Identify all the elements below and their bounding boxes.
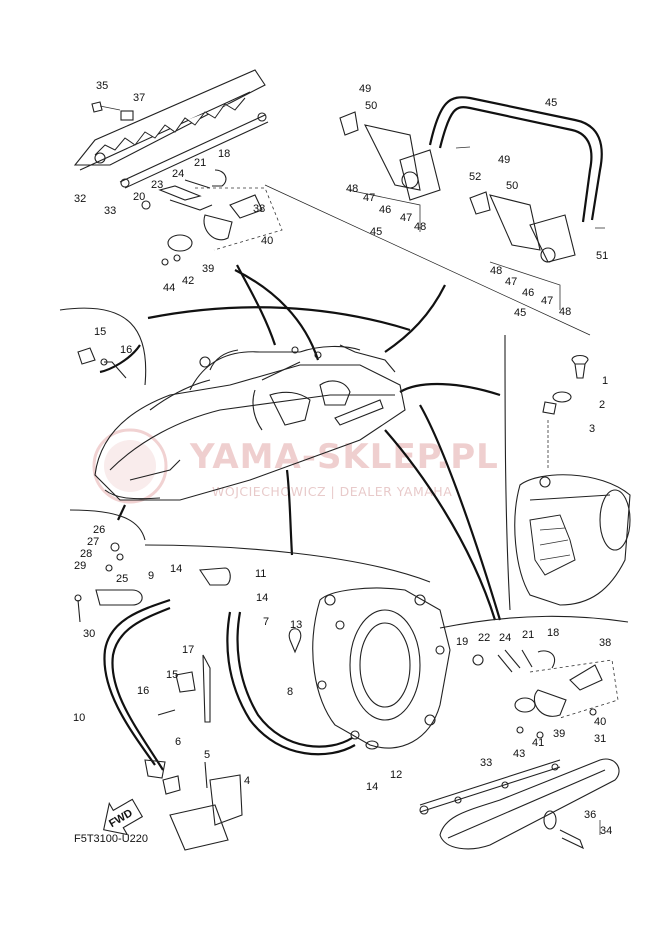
callout-28: 28 <box>80 548 92 560</box>
callout-45a: 45 <box>545 97 557 109</box>
callout-47c: 47 <box>505 276 517 288</box>
watermark-main: YAMA-SKLEP.PL <box>189 437 499 477</box>
intake-duct-group <box>288 587 451 750</box>
callout-17: 17 <box>182 644 194 656</box>
pump-housing-group <box>514 354 631 606</box>
callout-46b: 46 <box>522 287 534 299</box>
callout-37: 37 <box>133 92 145 104</box>
diagram-code: F5T3100-U220 <box>74 833 148 845</box>
hoses <box>103 567 356 779</box>
callout-14b: 14 <box>256 592 268 604</box>
top-right-bracket-group <box>339 96 605 310</box>
callout-33b: 33 <box>480 757 492 769</box>
lower-right-rail-group <box>419 758 620 850</box>
callout-labels: 1 2 3 4 5 6 7 8 9 10 11 12 13 14 14 14 1… <box>73 80 612 837</box>
callout-7: 7 <box>263 616 269 628</box>
callout-4: 4 <box>244 775 250 787</box>
top-left-rail-group <box>73 69 269 189</box>
callout-38a: 38 <box>253 203 265 215</box>
callout-29: 29 <box>74 560 86 572</box>
callout-35: 35 <box>96 80 108 92</box>
callout-24a: 24 <box>172 168 184 180</box>
callout-44: 44 <box>163 282 175 294</box>
connector-cluster-top <box>141 169 283 266</box>
callout-50b: 50 <box>506 180 518 192</box>
callout-51: 51 <box>596 250 608 262</box>
callout-21b: 21 <box>522 629 534 641</box>
callout-20: 20 <box>133 191 145 203</box>
callout-6: 6 <box>175 736 181 748</box>
fwd-label: FWD <box>107 807 135 830</box>
callout-45b: 45 <box>370 226 382 238</box>
lower-left-bracket <box>74 542 143 623</box>
watermark-sub: WOJCIECHOWICZ | DEALER YAMAHA <box>212 484 452 499</box>
callout-49b: 49 <box>498 154 510 166</box>
left-clips <box>77 347 127 379</box>
callout-5: 5 <box>204 749 210 761</box>
callout-45c: 45 <box>514 307 526 319</box>
callout-47a: 47 <box>363 192 375 204</box>
callout-18a: 18 <box>218 148 230 160</box>
callout-14a: 14 <box>170 563 182 575</box>
callout-15a: 15 <box>94 326 106 338</box>
callout-9: 9 <box>148 570 154 582</box>
callout-39b: 39 <box>553 728 565 740</box>
callout-26: 26 <box>93 524 105 536</box>
callout-36: 36 <box>584 809 596 821</box>
callout-31: 31 <box>594 733 606 745</box>
callout-41: 41 <box>532 737 544 749</box>
callout-14c: 14 <box>366 781 378 793</box>
callout-43: 43 <box>513 748 525 760</box>
jet-ski-hull <box>94 344 406 501</box>
callout-50a: 50 <box>365 100 377 112</box>
connector-cluster-bottom <box>472 649 619 739</box>
callout-48c: 48 <box>490 265 502 277</box>
bracket-arcs <box>59 307 629 629</box>
callout-25: 25 <box>116 573 128 585</box>
callout-16b: 16 <box>137 685 149 697</box>
callout-24b: 24 <box>499 632 511 644</box>
callout-22: 22 <box>478 632 490 644</box>
callout-23: 23 <box>151 179 163 191</box>
callout-12: 12 <box>390 769 402 781</box>
callout-15b: 15 <box>166 669 178 681</box>
callout-16a: 16 <box>120 344 132 356</box>
callout-40a: 40 <box>261 235 273 247</box>
callout-49a: 49 <box>359 83 371 95</box>
callout-13: 13 <box>290 619 302 631</box>
callout-11: 11 <box>255 568 266 580</box>
callout-40b: 40 <box>594 716 606 728</box>
callout-38b: 38 <box>599 637 611 649</box>
callout-10: 10 <box>73 712 85 724</box>
watermark: YAMA-SKLEP.PL WOJCIECHOWICZ | DEALER YAM… <box>92 428 499 504</box>
callout-3: 3 <box>589 423 595 435</box>
callout-19: 19 <box>456 636 468 648</box>
callout-48a: 48 <box>346 183 358 195</box>
callout-18b: 18 <box>547 627 559 639</box>
callout-34: 34 <box>600 825 612 837</box>
callout-39a: 39 <box>202 263 214 275</box>
callout-8: 8 <box>287 686 293 698</box>
callout-2: 2 <box>599 399 605 411</box>
callout-27: 27 <box>87 536 99 548</box>
callout-42: 42 <box>182 275 194 287</box>
assembly-leaders <box>99 184 591 621</box>
callout-48b: 48 <box>414 221 426 233</box>
callout-47d: 47 <box>541 295 553 307</box>
callout-46a: 46 <box>379 204 391 216</box>
callout-52: 52 <box>469 171 481 183</box>
callout-1: 1 <box>602 375 608 387</box>
callout-33a: 33 <box>104 205 116 217</box>
callout-30: 30 <box>83 628 95 640</box>
callout-32: 32 <box>74 193 86 205</box>
center-left-parts <box>157 654 243 851</box>
callout-21a: 21 <box>194 157 206 169</box>
callout-47b: 47 <box>400 212 412 224</box>
callout-48d: 48 <box>559 306 571 318</box>
